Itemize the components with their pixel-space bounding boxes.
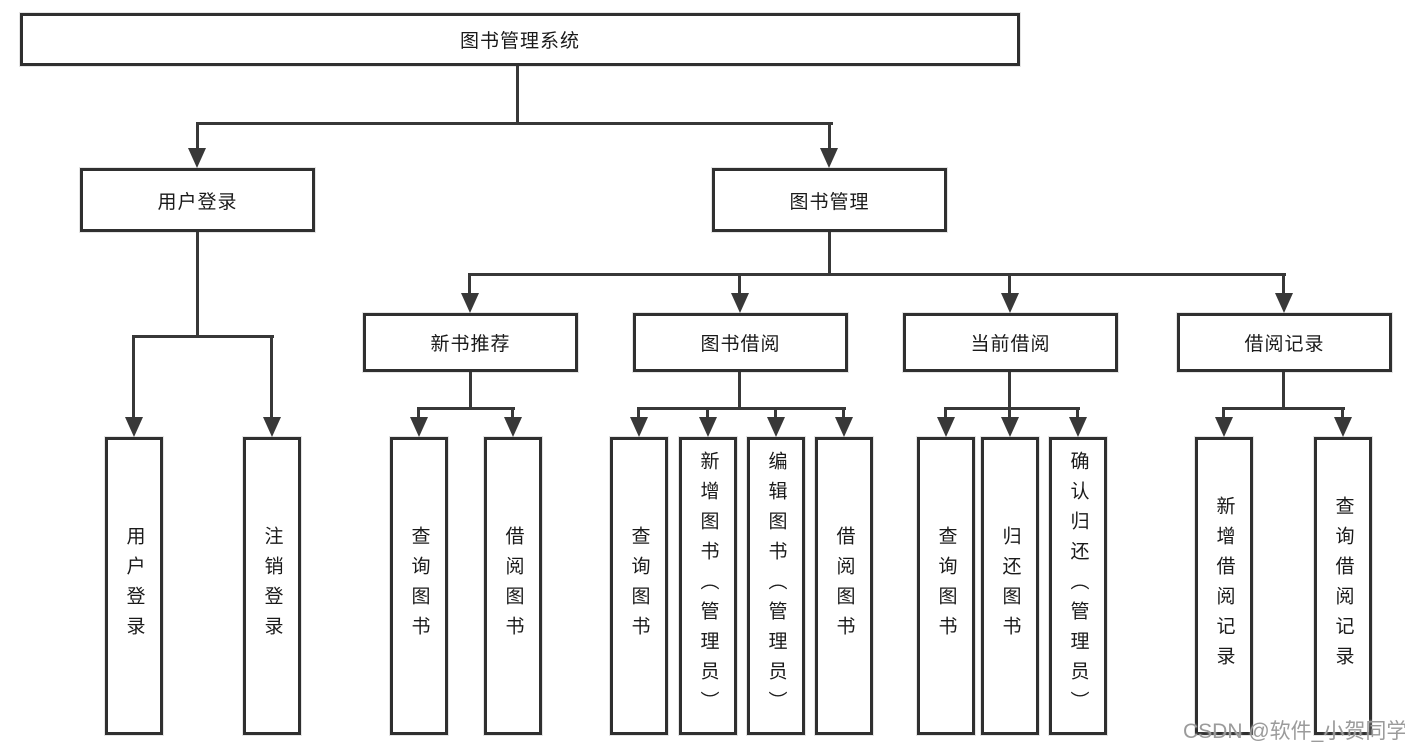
leaf-logout-label: 注销登录 xyxy=(261,526,283,646)
connector-line xyxy=(1076,407,1079,421)
leaf-query-borrow-record-label: 查询借阅记录 xyxy=(1332,496,1354,676)
node-current-borrowing: 当前借阅 xyxy=(903,313,1118,372)
leaf-user-login-label: 用户登录 xyxy=(123,526,145,646)
leaf-confirm-return-admin: 确认归还（管理员） xyxy=(1049,437,1107,735)
node-borrowing-records: 借阅记录 xyxy=(1177,313,1392,372)
arrow-down-icon xyxy=(937,417,955,437)
arrow-down-icon xyxy=(630,417,648,437)
connector-line xyxy=(1222,407,1345,410)
connector-line xyxy=(1008,273,1011,295)
connector-line xyxy=(132,335,274,338)
arrow-down-icon xyxy=(263,417,281,437)
connector-line xyxy=(944,407,947,421)
leaf-edit-book-admin-label: 编辑图书（管理员） xyxy=(765,451,787,721)
connector-line xyxy=(842,407,845,421)
arrow-down-icon xyxy=(410,417,428,437)
arrow-down-icon xyxy=(188,148,206,168)
node-book-borrowing: 图书借阅 xyxy=(633,313,848,372)
arrow-down-icon xyxy=(1334,417,1352,437)
arrow-down-icon xyxy=(820,148,838,168)
arrow-down-icon xyxy=(699,417,717,437)
connector-line xyxy=(196,122,833,125)
leaf-query-books-current-label: 查询图书 xyxy=(935,526,957,646)
connector-line xyxy=(637,407,640,421)
connector-line xyxy=(196,232,199,335)
connector-line xyxy=(417,407,420,421)
watermark-text: CSDN @软件_小贺同学 xyxy=(1183,720,1405,743)
leaf-add-book-admin: 新增图书（管理员） xyxy=(679,437,737,735)
node-new-book-recommendation-label: 新书推荐 xyxy=(430,334,511,355)
connector-line xyxy=(469,372,472,407)
node-borrowing-records-label: 借阅记录 xyxy=(1244,334,1325,355)
connector-line xyxy=(828,232,831,273)
leaf-query-books-recommend-label: 查询图书 xyxy=(408,526,430,646)
connector-line xyxy=(468,273,471,295)
node-book-management: 图书管理 xyxy=(712,168,947,232)
leaf-query-books-current: 查询图书 xyxy=(917,437,975,735)
leaf-return-books-label: 归还图书 xyxy=(999,526,1021,646)
arrow-down-icon xyxy=(461,293,479,313)
node-user-login: 用户登录 xyxy=(80,168,315,232)
connector-line xyxy=(1222,407,1225,421)
leaf-query-borrow-record: 查询借阅记录 xyxy=(1314,437,1372,735)
arrow-down-icon xyxy=(1069,417,1087,437)
connector-line xyxy=(828,122,831,150)
arrow-down-icon xyxy=(1215,417,1233,437)
leaf-add-book-admin-label: 新增图书（管理员） xyxy=(697,451,719,721)
connector-line xyxy=(637,407,846,410)
leaf-user-login: 用户登录 xyxy=(105,437,163,735)
node-new-book-recommendation: 新书推荐 xyxy=(363,313,578,372)
connector-line xyxy=(738,372,741,407)
leaf-confirm-return-admin-label: 确认归还（管理员） xyxy=(1067,451,1089,721)
leaf-borrow-books-borrowing: 借阅图书 xyxy=(815,437,873,735)
connector-line xyxy=(270,335,273,419)
leaf-borrow-books-recommend-label: 借阅图书 xyxy=(502,526,524,646)
node-root: 图书管理系统 xyxy=(20,13,1020,66)
arrow-down-icon xyxy=(125,417,143,437)
arrow-down-icon xyxy=(835,417,853,437)
node-current-borrowing-label: 当前借阅 xyxy=(970,334,1051,355)
arrow-down-icon xyxy=(1275,293,1293,313)
leaf-borrow-books-borrowing-label: 借阅图书 xyxy=(833,526,855,646)
connector-line xyxy=(516,66,519,122)
connector-line xyxy=(738,273,741,295)
arrow-down-icon xyxy=(1001,293,1019,313)
arrow-down-icon xyxy=(504,417,522,437)
connector-line xyxy=(1008,372,1011,407)
connector-line xyxy=(706,407,709,421)
connector-line xyxy=(1282,372,1285,407)
connector-line xyxy=(1341,407,1344,421)
connector-line xyxy=(1282,273,1285,295)
connector-line xyxy=(1008,407,1011,421)
connector-line xyxy=(417,407,515,410)
arrow-down-icon xyxy=(1001,417,1019,437)
connector-line xyxy=(944,407,1080,410)
connector-line xyxy=(468,273,1286,276)
leaf-query-books-recommend: 查询图书 xyxy=(390,437,448,735)
leaf-logout: 注销登录 xyxy=(243,437,301,735)
leaf-return-books: 归还图书 xyxy=(981,437,1039,735)
leaf-add-borrow-record-label: 新增借阅记录 xyxy=(1213,496,1235,676)
connector-line xyxy=(511,407,514,421)
connector-line xyxy=(196,122,199,150)
node-root-label: 图书管理系统 xyxy=(459,31,580,52)
leaf-add-borrow-record: 新增借阅记录 xyxy=(1195,437,1253,735)
arrow-down-icon xyxy=(731,293,749,313)
connector-line xyxy=(774,407,777,421)
node-book-management-label: 图书管理 xyxy=(789,191,870,213)
arrow-down-icon xyxy=(767,417,785,437)
leaf-query-books-borrowing: 查询图书 xyxy=(610,437,668,735)
leaf-borrow-books-recommend: 借阅图书 xyxy=(484,437,542,735)
connector-line xyxy=(132,335,135,419)
node-user-login-label: 用户登录 xyxy=(157,191,238,213)
leaf-edit-book-admin: 编辑图书（管理员） xyxy=(747,437,805,735)
leaf-query-books-borrowing-label: 查询图书 xyxy=(628,526,650,646)
node-book-borrowing-label: 图书借阅 xyxy=(700,334,781,355)
